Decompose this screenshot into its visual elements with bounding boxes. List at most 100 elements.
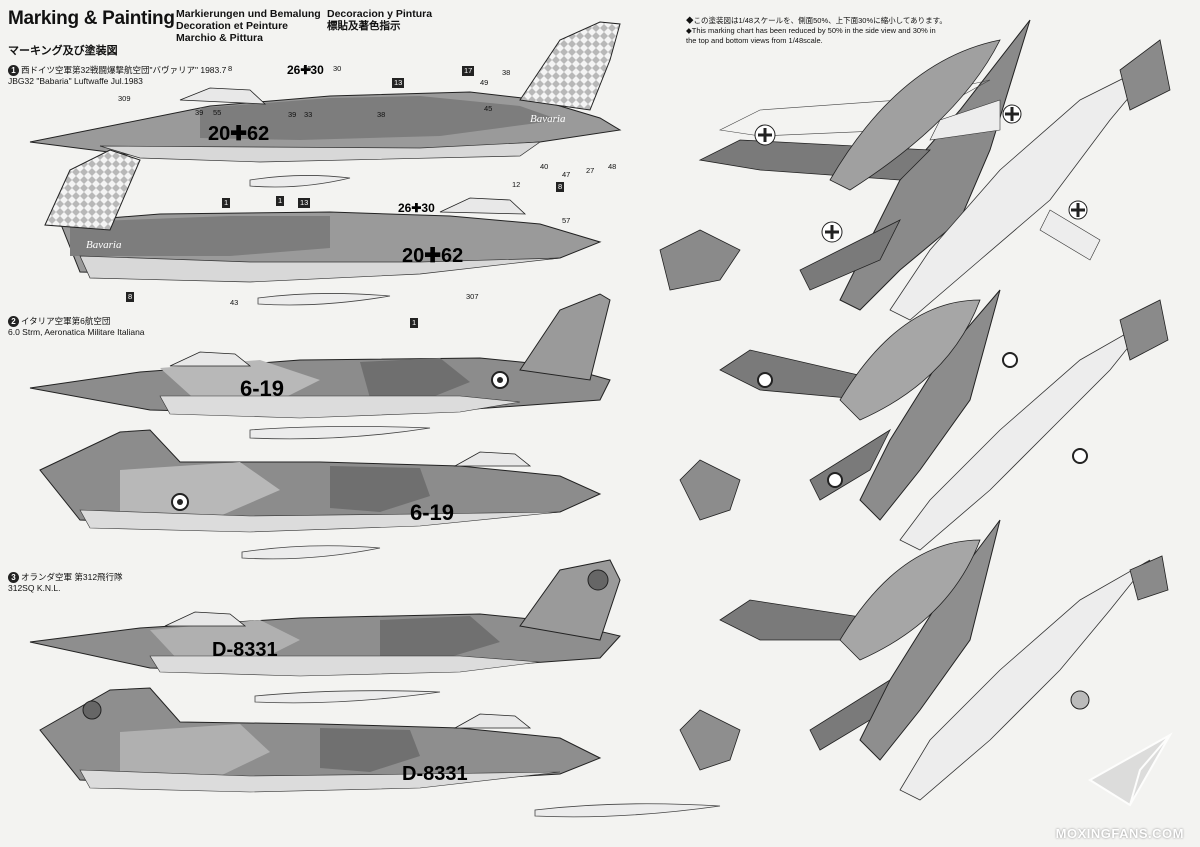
title-cn: 標貼及著色指示 xyxy=(327,20,401,32)
scheme-number-badge: 1 xyxy=(8,65,19,76)
callout-number: 57 xyxy=(562,216,571,225)
scheme-3-en: 312SQ K.N.L. xyxy=(8,583,61,593)
title-es: Decoracion y Pintura xyxy=(327,8,433,20)
drop-tank-2 xyxy=(257,293,391,306)
roundel-icon xyxy=(1070,690,1090,710)
scheme-1-tail-text-right: Bavaria xyxy=(86,239,122,251)
title-it: Marchio & Pittura xyxy=(176,32,263,44)
drop-tank-4 xyxy=(241,545,381,560)
scale-note: ◆この塗装図は1/48スケールを、側面50%、上下面30%に縮小してあります。 … xyxy=(686,16,1016,46)
roundel-icon xyxy=(1072,448,1088,464)
scheme-2-side-right: 6-19 xyxy=(39,429,602,560)
scheme-3-side-left: D-8331 xyxy=(29,559,621,704)
scheme-2-bottom-view xyxy=(899,299,1169,551)
scheme-1-side-left: 20✚62 Bavaria 26✚30 xyxy=(29,21,622,163)
title-jp: マーキング及び塗装図 xyxy=(8,45,118,57)
callout-number: 43 xyxy=(230,298,239,307)
scheme-2-code-right: 6-19 xyxy=(410,500,454,525)
boxed-callout: 8 xyxy=(126,292,135,302)
title-de-fr: Markierungen und Bemalung Decoration et … xyxy=(176,8,321,44)
roundel-center-icon xyxy=(177,499,183,505)
title-de: Markierungen und Bemalung xyxy=(176,8,321,20)
callout-number: 55 xyxy=(213,108,222,117)
callout-number: 309 xyxy=(118,94,131,103)
scheme-2-side-left: 6-19 xyxy=(29,293,611,440)
roundel-icon xyxy=(1002,352,1018,368)
scheme-1-en: JBG32 "Babaria" Luftwaffe Jul.1983 xyxy=(8,76,143,86)
boxed-callout: 8 xyxy=(556,182,565,192)
scheme-1-side-right: 20✚62 Bavaria 26✚30 xyxy=(44,149,602,306)
boxed-callout: 1 xyxy=(222,198,231,208)
boxed-callout: 1 xyxy=(276,196,285,206)
boxed-callout: 13 xyxy=(298,198,311,208)
scale-note-en-1: ◆This marking chart has been reduced by … xyxy=(686,26,936,35)
drop-tank-1 xyxy=(249,175,351,188)
callout-number: 47 xyxy=(562,170,571,179)
callout-number: 39 xyxy=(288,110,297,119)
scheme-1-bottom-view xyxy=(889,39,1171,321)
scheme-3-code-right: D-8331 xyxy=(402,763,468,785)
callout-number: 40 xyxy=(540,162,549,171)
callout-number: 38 xyxy=(377,110,386,119)
cockpit-area xyxy=(839,539,981,661)
callout-number: 33 xyxy=(304,110,313,119)
callout-number: 48 xyxy=(608,162,617,171)
callout-number: 8 xyxy=(228,64,233,73)
callout-number: 12 xyxy=(512,180,521,189)
scheme-1-code-right: 20✚62 xyxy=(402,245,463,267)
roundel-center-icon xyxy=(497,377,503,383)
squadron-badge-icon xyxy=(82,700,102,720)
watermark-text: MOXINGFANS.COM xyxy=(1055,826,1184,841)
scheme-2-jp: イタリア空軍第6航空団 xyxy=(21,316,111,326)
scheme-1-serial-left: 26✚30 xyxy=(287,63,324,77)
cross-bar-icon xyxy=(758,128,772,142)
boxed-callout: 13 xyxy=(392,78,405,88)
scheme-1-top-view xyxy=(659,19,1031,311)
scheme-1-tail-text-left: Bavaria xyxy=(530,113,566,125)
callout-number: 27 xyxy=(586,166,595,175)
scheme-1-code-left: 20✚62 xyxy=(208,123,269,145)
boxed-callout: 1 xyxy=(410,318,419,328)
drop-tank-3 xyxy=(249,426,431,440)
scheme-3-bottom-view xyxy=(899,555,1169,801)
scheme-2-en: 6.0 Strm, Aeronatica Militare Italiana xyxy=(8,327,145,337)
scheme-3-top-view xyxy=(679,519,1001,771)
scheme-1-serial-right: 26✚30 xyxy=(398,201,435,215)
callout-number: 39 xyxy=(195,108,204,117)
drop-tank-6 xyxy=(534,803,721,818)
watermark-logo xyxy=(1088,732,1173,807)
callout-number: 307 xyxy=(466,292,479,301)
scheme-1-jp: 西ドイツ空軍第32戦闘爆撃航空団"バヴァリア" 1983.7 xyxy=(21,65,227,75)
scheme-number-badge: 2 xyxy=(8,316,19,327)
squadron-badge-icon xyxy=(587,569,609,591)
scheme-3-side-right: D-8331 xyxy=(39,687,721,818)
callout-number: 38 xyxy=(502,68,511,77)
callout-number: 45 xyxy=(484,104,493,113)
scale-note-en-2: the top and bottom views from 1/48scale. xyxy=(686,36,823,45)
callout-number: 49 xyxy=(480,78,489,87)
page-title: Marking & Painting xyxy=(8,8,175,29)
scheme-3-code-left: D-8331 xyxy=(212,639,278,661)
scheme-number-badge: 3 xyxy=(8,572,19,583)
drop-tank-5 xyxy=(254,690,441,704)
callout-number: 30 xyxy=(333,64,342,73)
scheme-2-code-left: 6-19 xyxy=(240,376,284,401)
roundel-icon xyxy=(757,372,773,388)
roundel-icon xyxy=(827,472,843,488)
boxed-callout: 17 xyxy=(462,66,475,76)
scale-note-jp: ◆この塗装図は1/48スケールを、側面50%、上下面30%に縮小してあります。 xyxy=(686,16,947,25)
cockpit-area xyxy=(839,299,981,421)
scheme-2-top-view xyxy=(679,289,1001,521)
cross-bar-icon xyxy=(1005,107,1019,121)
scheme-3-jp: オランダ空軍 第312飛行隊 xyxy=(21,572,123,582)
title-es-cn: Decoracion y Pintura 標貼及著色指示 xyxy=(327,8,432,32)
cockpit-area xyxy=(829,39,1001,191)
title-fr: Decoration et Peinture xyxy=(176,20,289,32)
callout-number: 26 xyxy=(303,64,312,73)
cross-bar-icon xyxy=(825,225,839,239)
cross-bar-icon xyxy=(1071,203,1085,217)
